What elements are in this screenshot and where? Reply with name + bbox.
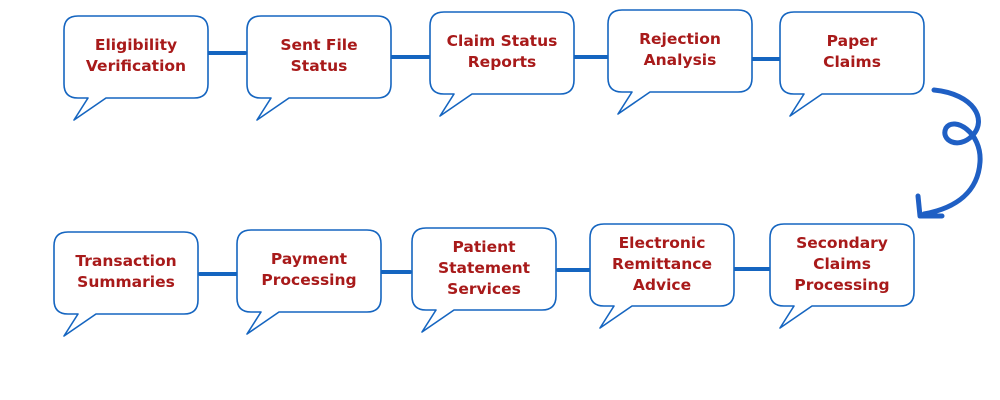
step-payment-processing: Payment Processing bbox=[235, 228, 383, 335]
speech-bubble-icon bbox=[779, 11, 925, 117]
step-claim-status-reports: Claim Status Reports bbox=[428, 10, 576, 117]
connector bbox=[556, 268, 592, 272]
speech-bubble-icon bbox=[246, 15, 392, 121]
connector bbox=[748, 57, 782, 61]
step-label: Sent File Status bbox=[280, 36, 358, 75]
loop-arrow-icon bbox=[915, 87, 983, 219]
step-eligibility-verification: Eligibility Verification bbox=[62, 14, 210, 121]
speech-bubble-icon bbox=[607, 9, 753, 115]
step-label: Secondary Claims Processing bbox=[794, 233, 890, 294]
step-label: Claim Status Reports bbox=[446, 32, 558, 71]
connector bbox=[388, 55, 432, 59]
step-sent-file-status: Sent File Status bbox=[245, 14, 393, 121]
step-paper-claims: Paper Claims bbox=[778, 10, 926, 117]
connector bbox=[380, 270, 412, 274]
step-label: Paper Claims bbox=[823, 32, 881, 71]
step-patient-statement-services: Patient Statement Services bbox=[410, 226, 558, 333]
step-label: Eligibility Verification bbox=[85, 36, 187, 75]
speech-bubble-icon bbox=[589, 223, 735, 329]
connector bbox=[733, 267, 771, 271]
connector bbox=[205, 51, 247, 55]
step-transaction-summaries: Transaction Summaries bbox=[52, 230, 200, 337]
step-label: Payment Processing bbox=[261, 250, 357, 289]
speech-bubble-icon bbox=[236, 229, 382, 335]
speech-bubble-icon bbox=[769, 223, 915, 329]
connector bbox=[198, 272, 238, 276]
step-label: Transaction Summaries bbox=[75, 252, 177, 291]
step-electronic-remittance-advice: Electronic Remittance Advice bbox=[588, 222, 736, 329]
step-rejection-analysis: Rejection Analysis bbox=[606, 8, 754, 115]
speech-bubble-icon bbox=[429, 11, 575, 117]
step-secondary-claims-processing: Secondary Claims Processing bbox=[768, 222, 916, 329]
connector bbox=[571, 55, 609, 59]
step-label: Patient Statement Services bbox=[437, 237, 531, 298]
speech-bubble-icon bbox=[53, 231, 199, 337]
step-label: Electronic Remittance Advice bbox=[612, 233, 712, 294]
speech-bubble-icon bbox=[411, 227, 557, 333]
speech-bubble-icon bbox=[63, 15, 209, 121]
step-label: Rejection Analysis bbox=[639, 30, 721, 69]
